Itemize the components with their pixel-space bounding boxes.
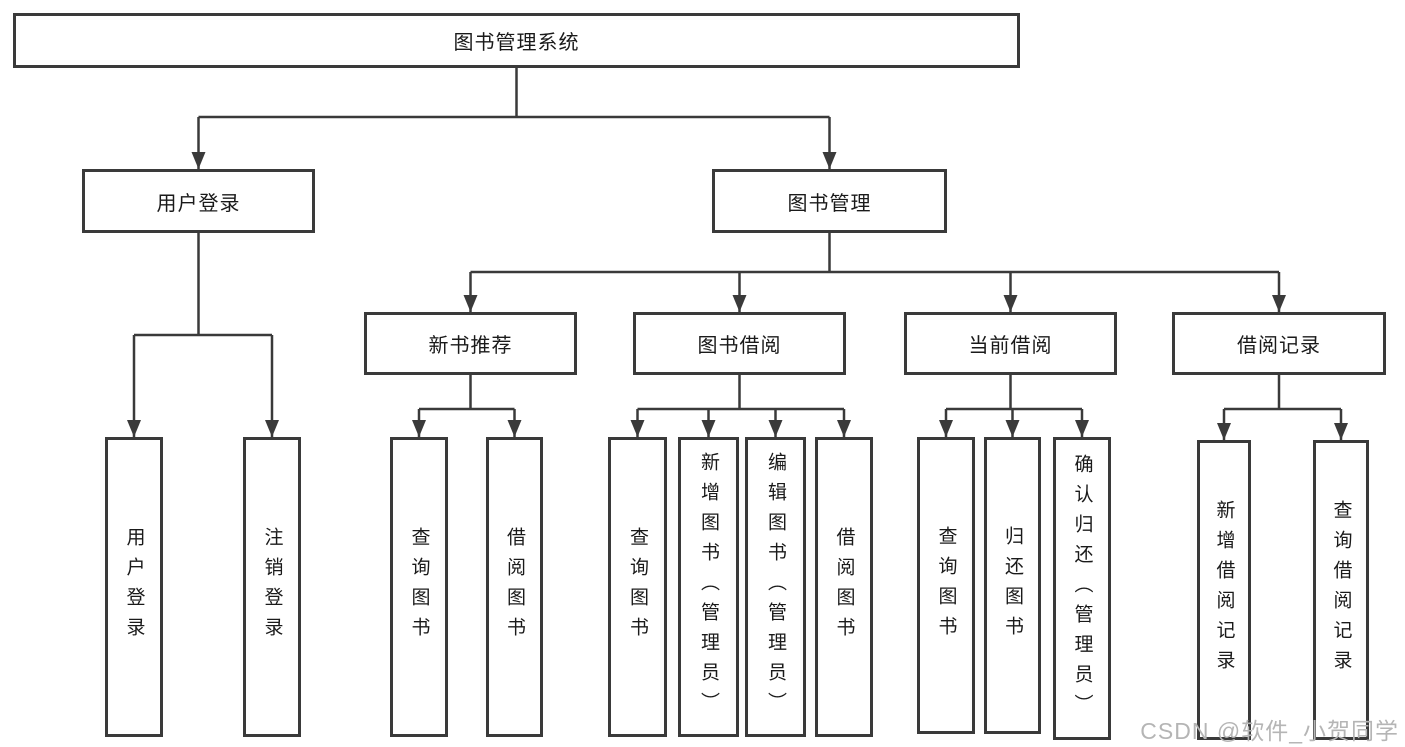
node-label: 查询图书 <box>408 527 430 647</box>
node-recommend-borrow-books: 借阅图书 <box>486 437 543 737</box>
node-book-management: 图书管理 <box>712 169 947 233</box>
node-label: 图书借阅 <box>697 335 782 357</box>
node-current-query-books: 查询图书 <box>917 437 975 734</box>
node-borrowing-records: 借阅记录 <box>1172 312 1386 375</box>
node-label: 借阅图书 <box>504 527 525 647</box>
node-user-login: 用户登录 <box>82 169 315 233</box>
node-logout-leaf: 注销登录 <box>243 437 301 737</box>
node-label: 图书管理系统 <box>453 32 580 54</box>
node-borrowing-borrow-books: 借阅图书 <box>815 437 873 737</box>
node-label: 用户登录 <box>156 192 241 215</box>
node-query-borrow-record: 查询借阅记录 <box>1313 440 1369 740</box>
node-label: 确认归还（管理员） <box>1071 453 1093 724</box>
node-label: 当前借阅 <box>968 335 1053 357</box>
node-user-login-leaf: 用户登录 <box>105 437 163 737</box>
node-label: 新书推荐 <box>428 335 513 357</box>
node-label: 编辑图书（管理员） <box>765 452 786 722</box>
node-label: 注销登录 <box>261 527 283 647</box>
node-edit-book-admin: 编辑图书（管理员） <box>745 437 806 737</box>
node-label: 借阅图书 <box>833 527 855 647</box>
node-confirm-return-admin: 确认归还（管理员） <box>1053 437 1111 740</box>
node-label: 查询图书 <box>935 525 957 646</box>
node-label: 用户登录 <box>123 527 145 647</box>
node-label: 查询图书 <box>627 527 648 647</box>
node-borrowing-query-books: 查询图书 <box>608 437 667 737</box>
node-label: 借阅记录 <box>1237 335 1321 357</box>
node-new-book-recommendation: 新书推荐 <box>364 312 577 375</box>
node-book-borrowing: 图书借阅 <box>633 312 846 375</box>
node-add-book-admin: 新增图书（管理员） <box>678 437 739 737</box>
node-current-borrowing: 当前借阅 <box>904 312 1117 375</box>
node-add-borrow-record: 新增借阅记录 <box>1197 440 1251 740</box>
node-label: 图书管理 <box>787 192 872 215</box>
node-library-management-system: 图书管理系统 <box>13 13 1020 68</box>
node-recommend-query-books: 查询图书 <box>390 437 448 737</box>
node-label: 新增借阅记录 <box>1213 500 1235 680</box>
node-label: 查询借阅记录 <box>1330 500 1352 680</box>
node-label: 归还图书 <box>1002 525 1023 646</box>
connector-elbows <box>134 68 1341 411</box>
node-label: 新增图书（管理员） <box>698 452 719 722</box>
node-return-books: 归还图书 <box>984 437 1041 734</box>
csdn-watermark: CSDN @软件_小贺同学 <box>1140 718 1399 744</box>
